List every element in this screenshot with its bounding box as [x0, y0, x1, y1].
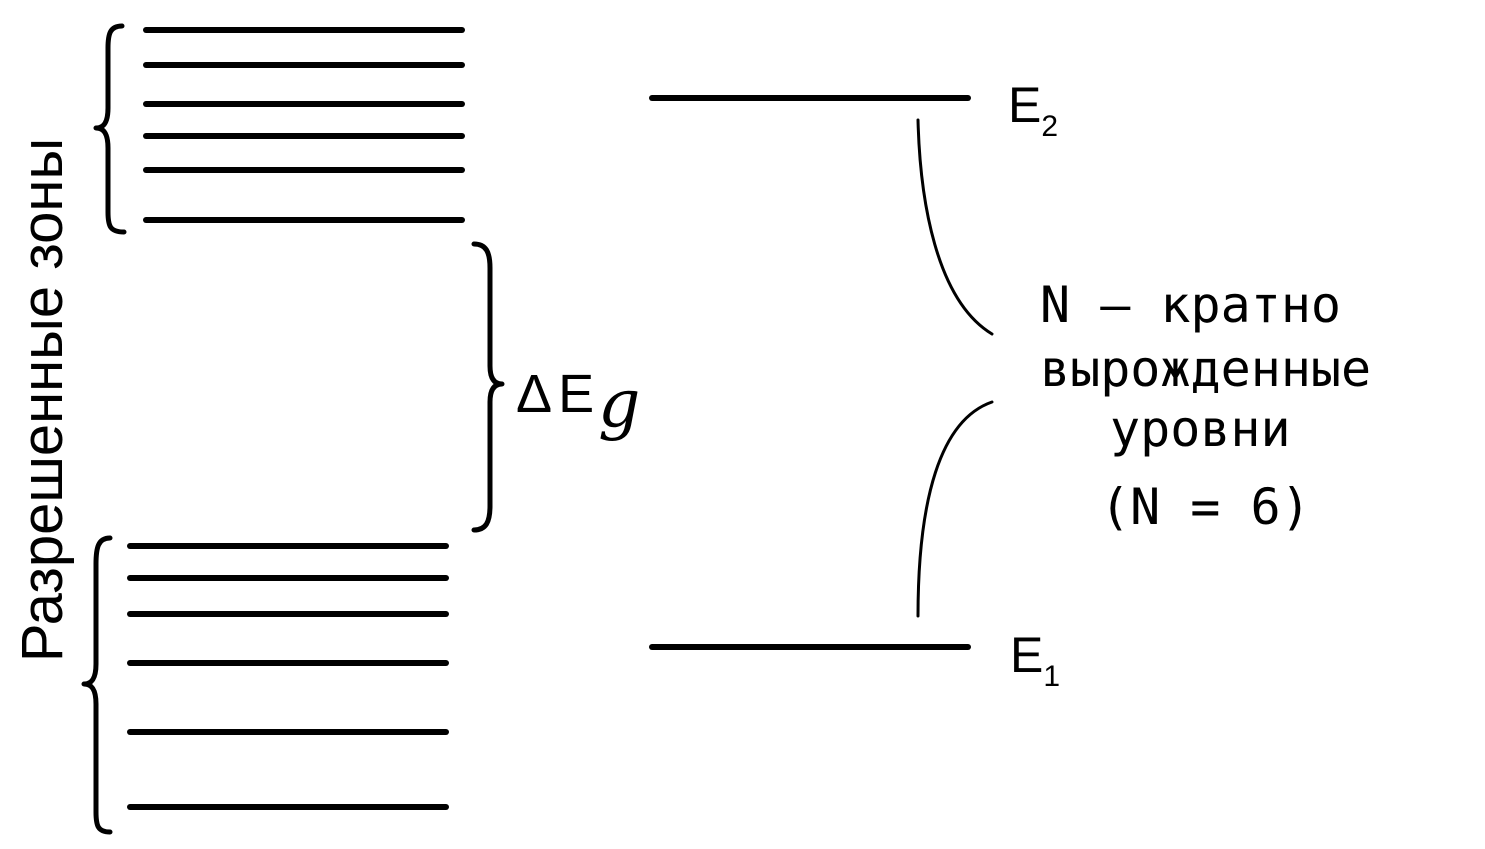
- connector-lower: [916, 400, 994, 618]
- gap-brace: [471, 241, 505, 533]
- e1-label: E1: [1010, 627, 1060, 693]
- e2-main: E: [1008, 77, 1041, 133]
- caption-line-3: уровни: [1110, 400, 1291, 458]
- lower-band: [127, 543, 449, 810]
- gap-e: E: [558, 364, 594, 424]
- allowed-zones-label: Разрешенные зоны: [10, 138, 75, 662]
- e2-label: E2: [1008, 77, 1058, 143]
- degenerate-caption: N – кратно вырожденные уровни (N = 6): [1040, 276, 1371, 536]
- upper-band-brace: [93, 23, 127, 235]
- lower-band-brace: [81, 535, 113, 835]
- e2-subscript: 2: [1041, 110, 1058, 143]
- caption-line-4: (N = 6): [1100, 478, 1311, 536]
- e1-subscript: 1: [1043, 660, 1060, 693]
- delta-symbol: Δ: [516, 364, 552, 424]
- connector-upper: [916, 118, 994, 336]
- caption-line-1: N – кратно: [1040, 276, 1341, 334]
- caption-line-2: вырожденные: [1040, 340, 1371, 398]
- gap-subscript: g: [598, 365, 640, 442]
- upper-band: [143, 27, 465, 223]
- e1-main: E: [1010, 627, 1043, 683]
